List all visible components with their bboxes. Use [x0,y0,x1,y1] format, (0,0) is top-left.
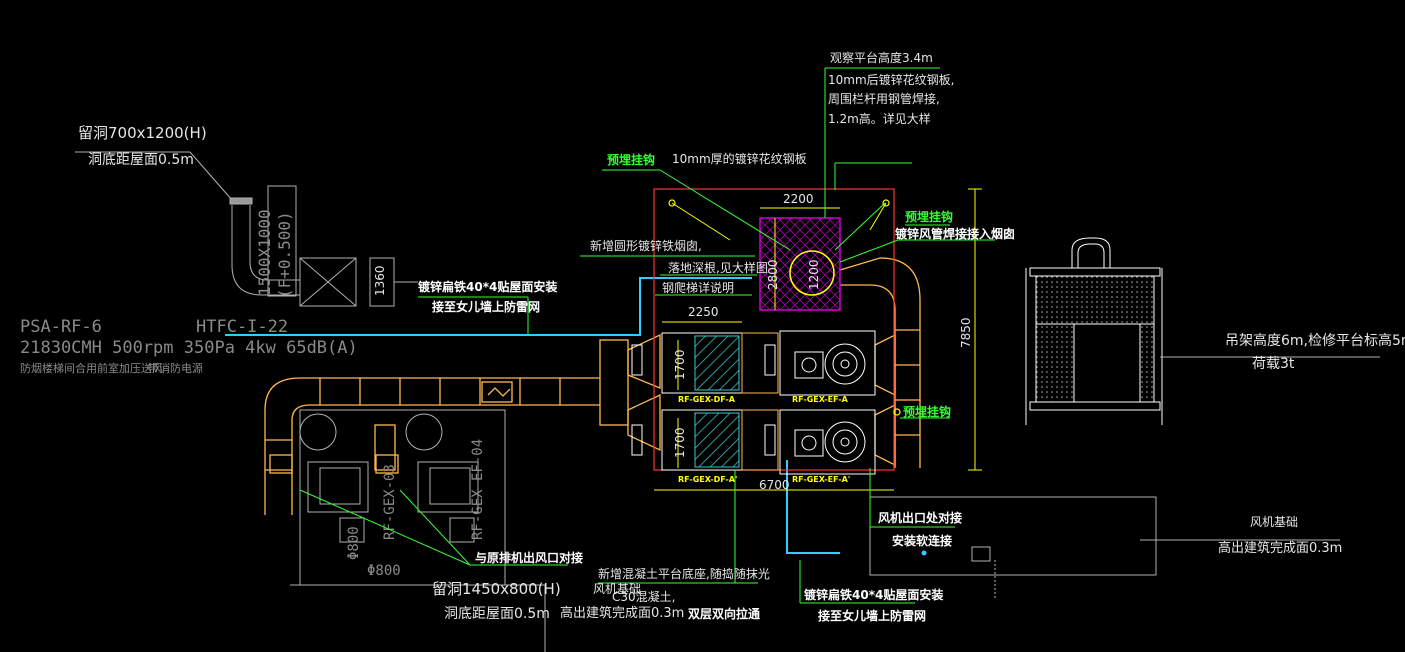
dim-2200: 2200 [783,192,814,206]
concrete-platform-note: 新增混凝土平台底座,随捣随抹光 [598,566,770,581]
fan-base-height: 高出建筑完成面0.3m [1218,540,1342,556]
tag-ef-a: RF-GEX-EF-A [792,395,849,404]
existing-fans [290,409,546,652]
plate-note-1: 10mm后镀锌花纹钢板, [828,72,954,87]
orange-duct [264,257,921,515]
vertical-duct-level: (F+0.500) [275,211,294,298]
chimney-circle [789,250,835,296]
fan-outlet-note: 风机出口处对接 [878,510,962,525]
hook-3: 预埋挂钩 [903,404,951,419]
hook-markers [668,199,901,416]
observe-height: 观察平台高度3.4m [830,50,933,65]
unit-model: HTFC-I-22 [196,317,288,337]
plate-note-3: 1.2m高。详见大样 [828,111,931,126]
double-drag-note: 双层双向拉通 [688,606,760,621]
unit-note: 防烟楼梯间合用前室加压送风 [20,361,163,375]
opening-left-height: 洞底距屋面0.5m [88,152,194,168]
dim-1700a: 1700 [673,349,687,380]
dim-1200: 1200 [807,259,821,290]
unit-spec: 21830CMH 500rpm 350Pa 4kw 65dB(A) [20,338,358,358]
weld-note: 镀锌风管焊接接入烟囱 [895,226,1015,241]
fan-outlet-leader [869,468,955,528]
bottom-leaders [299,470,915,604]
left-duct-group [75,151,418,307]
right-load-note: 荷载3t [1252,356,1295,372]
new-chimney: 新增圆形镀锌铁烟囱, [590,238,702,253]
right-height-note: 吊架高度6m,检修平台标高5m [1225,332,1405,349]
opening-bottom-height: 洞底距屋面0.5m [444,606,550,622]
fan-base-b: 风机基础 [593,582,641,596]
ground-root: 落地深根,见大样图 [668,260,768,275]
tag-df-a: RF-GEX-DF-A [678,395,736,404]
cyan-pipe [225,277,840,554]
plate-10mm: 10mm厚的镀锌花纹钢板 [672,151,807,166]
yellow-leaders [671,202,887,241]
fan-base-right [869,496,1340,600]
ladder-note: 钢爬梯详说明 [662,280,734,295]
dim-7850: 7850 [959,317,973,348]
strap-top-line1: 镀锌扁铁40*4贴屋面安装 [418,279,557,294]
soft-joint-note: 安装软连接 [892,533,952,548]
strap-bot-line1: 镀锌扁铁40*4贴屋面安装 [804,587,943,602]
opening-bottom: 留洞1450x800(H) [432,580,561,598]
dim-2250: 2250 [688,305,719,319]
right-detail [1025,237,1380,425]
dimension-lines [654,188,982,491]
filter-boxes [631,332,779,471]
dim-1700b: 1700 [673,427,687,458]
observe-platform [759,217,841,311]
strap-bot-line2: 接至女儿墙上防雷网 [818,608,926,623]
dim-6700: 6700 [759,478,790,492]
phi800-a: Φ800 [346,526,362,560]
strap-top-line2: 接至女儿墙上防雷网 [432,299,540,314]
box-size-label: 1360 [373,265,387,296]
gex-03-label: RF-GEX-03 [382,464,398,540]
vertical-duct-size: 1500X1000 [255,209,274,296]
connect-orig-note: 与原排机出风口对接 [475,550,583,565]
plate-note-2: 周围栏杆用钢管焊接, [828,91,940,106]
top-leaders [580,67,995,419]
unit-code: PSA-RF-6 [20,317,102,337]
opening-left-label: 留洞700x1200(H) [78,124,207,142]
hook-2: 预埋挂钩 [905,209,953,224]
tag-ef-a2: RF-GEX-EF-A' [792,475,850,484]
soft-joint-marker [921,550,927,556]
hook-1: 预埋挂钩 [607,152,655,167]
dim-2800: 2800 [766,259,780,290]
phi800-b: Φ800 [367,563,401,579]
gex-04-label: RF-GEX-EF-04 [470,439,486,540]
fan-base-b-height: 高出建筑完成面0.3m [560,605,684,621]
c30-note: C30混凝土, [612,589,675,604]
fan-units [779,330,876,475]
unit-power: 带消防电源 [148,361,203,375]
fan-base-note: 风机基础 [1250,515,1298,529]
tag-df-a2: RF-GEX-DF-A' [678,475,737,484]
